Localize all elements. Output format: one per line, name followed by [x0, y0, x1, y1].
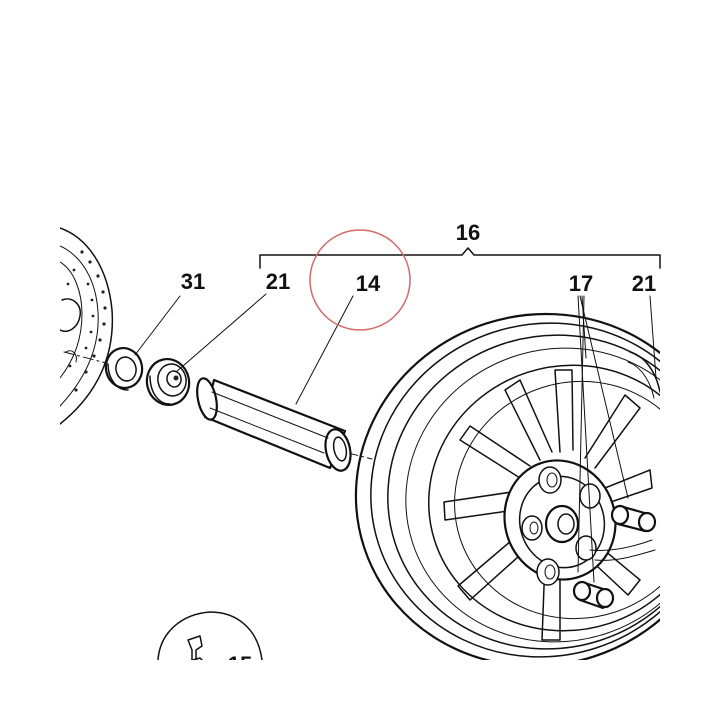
assembly-bracket [259, 247, 661, 269]
spacer-tube [196, 377, 352, 472]
partial-callout-circle [157, 611, 263, 660]
wheel-bearing-right [627, 351, 660, 399]
nut-upper [610, 504, 657, 533]
label-14: 14 [356, 271, 381, 296]
wheel-rim [354, 312, 660, 660]
washer-part [104, 346, 144, 391]
label-21-right: 21 [632, 271, 656, 296]
label-15-partial: 15 [228, 652, 252, 677]
nut-lower [572, 580, 615, 610]
wheel-bearing-left [145, 357, 191, 407]
label-17: 17 [569, 271, 593, 296]
leader-lines [134, 293, 657, 583]
label-31: 31 [181, 269, 205, 294]
label-16: 16 [456, 220, 480, 245]
highlight-circle [309, 229, 411, 331]
brake-disc [60, 227, 114, 425]
label-21-left: 21 [266, 269, 290, 294]
